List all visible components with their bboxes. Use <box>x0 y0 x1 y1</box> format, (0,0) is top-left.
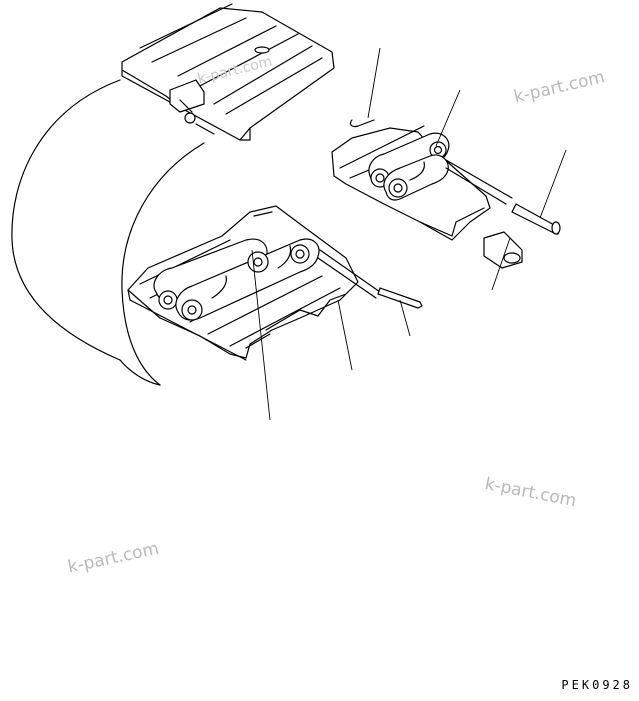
leader-lines <box>251 47 567 421</box>
lower-track-shoe <box>127 205 381 361</box>
loose-parts <box>349 119 561 309</box>
track-loop-outline <box>11 79 205 386</box>
master-pin-lower <box>377 287 423 309</box>
split-pin <box>349 119 375 128</box>
upper-track-shoe <box>121 3 335 141</box>
separate-link-assembly <box>331 125 513 241</box>
drawing-code: PEK0928 <box>561 678 633 692</box>
